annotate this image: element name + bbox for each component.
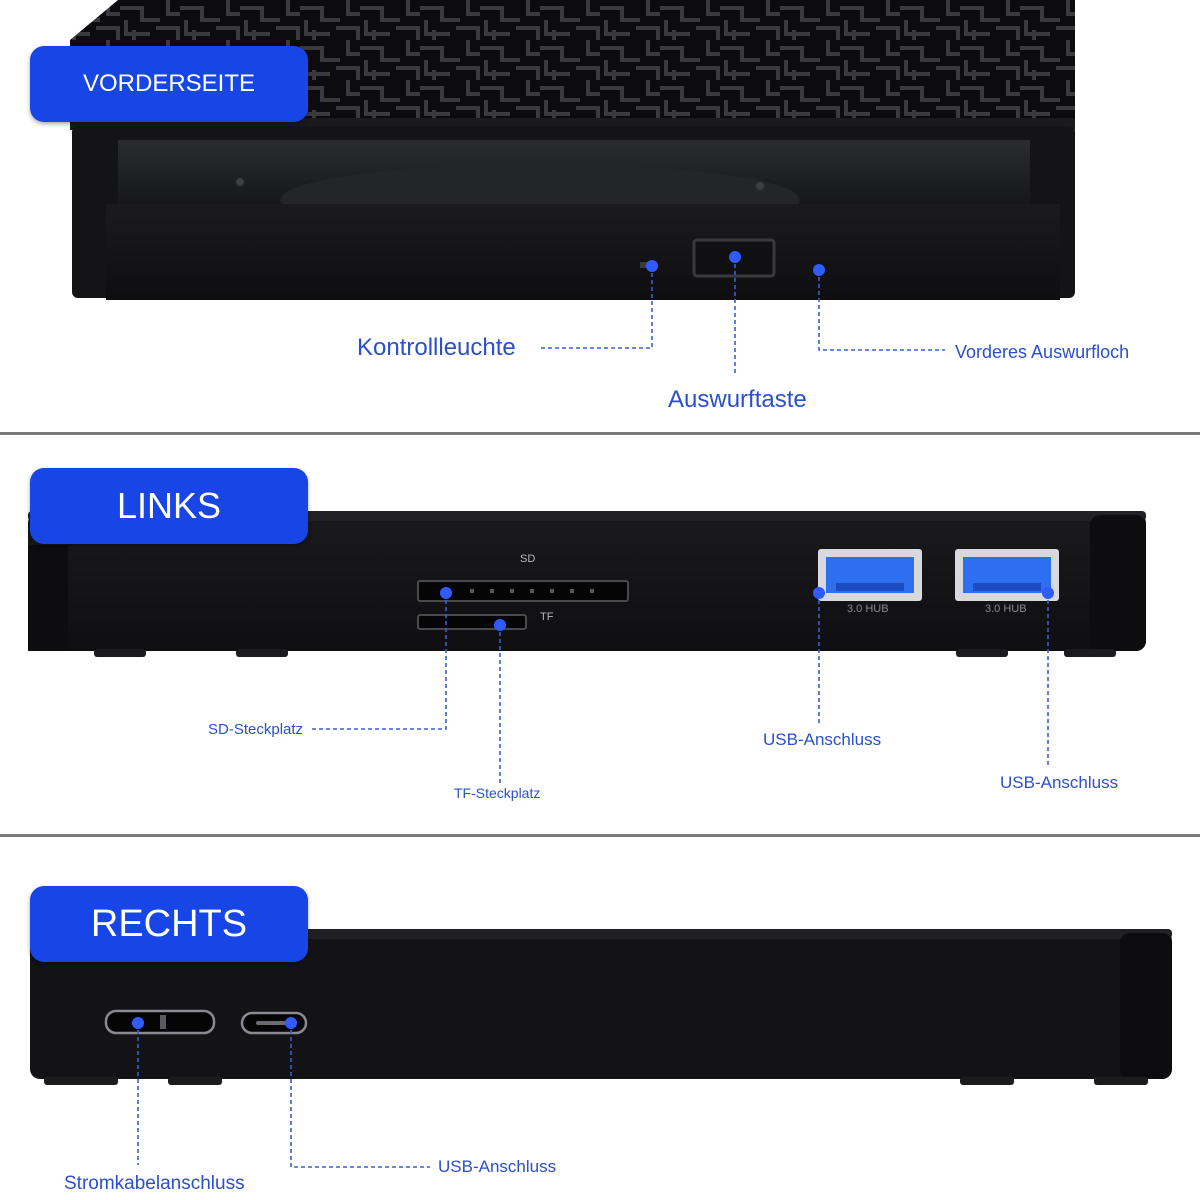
left-device-illustration [28,511,1146,785]
foot [960,1077,1014,1085]
front-section: VORDERSEITE Kontrollleuchte Auswurftaste… [0,0,1200,432]
foot [94,649,146,657]
left-end-cap [1090,515,1146,651]
left-badge: LINKS [30,468,308,544]
right-end-cap [1120,933,1172,1079]
right-marker-dots [132,1017,297,1029]
tf-slot-label: TF-Steckplatz [454,785,541,801]
usb-port-2-contacts [973,583,1041,591]
hub-mark-2: 3.0 HUB [985,603,1027,615]
foot [1064,649,1116,657]
front-badge-text: VORDERSEITE [82,70,256,97]
right-body [30,931,1172,1079]
eject-hole-label: Vorderes Auswurfloch [955,342,1130,362]
tray-front-bezel [106,204,1060,300]
sd-mark: SD [520,553,536,565]
left-badge-text: LINKS [116,485,222,526]
right-badge-text: RECHTS [90,902,248,945]
sd-slot-label: SD-Steckplatz [208,721,304,738]
right-device-illustration [30,929,1172,1168]
right-section: RECHTS Stromkabelanschluss USB-Anschluss [0,837,1200,1200]
left-leader-lines [310,593,1049,785]
front-device-illustration [70,0,1075,376]
tray-screw [236,178,244,186]
eject-button-label: Auswurftaste [668,386,807,413]
power-port-label: Stromkabelanschluss [64,1173,245,1194]
foot [44,1077,118,1085]
left-end-cap-left [28,545,68,651]
usb-port-2-label: USB-Anschluss [1000,773,1119,792]
usb-c-port-label: USB-Anschluss [438,1157,557,1176]
foot [236,649,288,657]
tf-mark: TF [540,611,554,623]
power-port-divider [160,1015,166,1029]
hub-mark-1: 3.0 HUB [847,603,889,615]
foot [956,649,1008,657]
tray-screw [756,182,764,190]
usb-port-1-label: USB-Anschluss [763,730,882,749]
housing-top [70,0,1075,122]
sd-slot-shape [417,580,629,602]
indicator-label: Kontrollleuchte [357,334,516,361]
front-badge: VORDERSEITE [30,46,308,122]
tf-slot-shape [417,614,527,630]
divider-front-left [0,432,1200,435]
right-leader-lines [137,1023,430,1168]
front-leader-lines [538,257,945,376]
foot [168,1077,222,1085]
foot [1094,1077,1148,1085]
usb-port-1-contacts [836,583,904,591]
sd-slot-pins [470,589,594,593]
divider-left-right [0,834,1200,837]
left-marker-dots [440,587,1054,631]
right-badge: RECHTS [30,886,308,962]
front-marker-dots [646,251,825,276]
left-section: LINKS SD TF 3.0 HUB 3.0 HUB SD-Steckplat… [0,435,1200,835]
right-top-band [30,929,1172,939]
usb-c-tongue [256,1021,292,1025]
